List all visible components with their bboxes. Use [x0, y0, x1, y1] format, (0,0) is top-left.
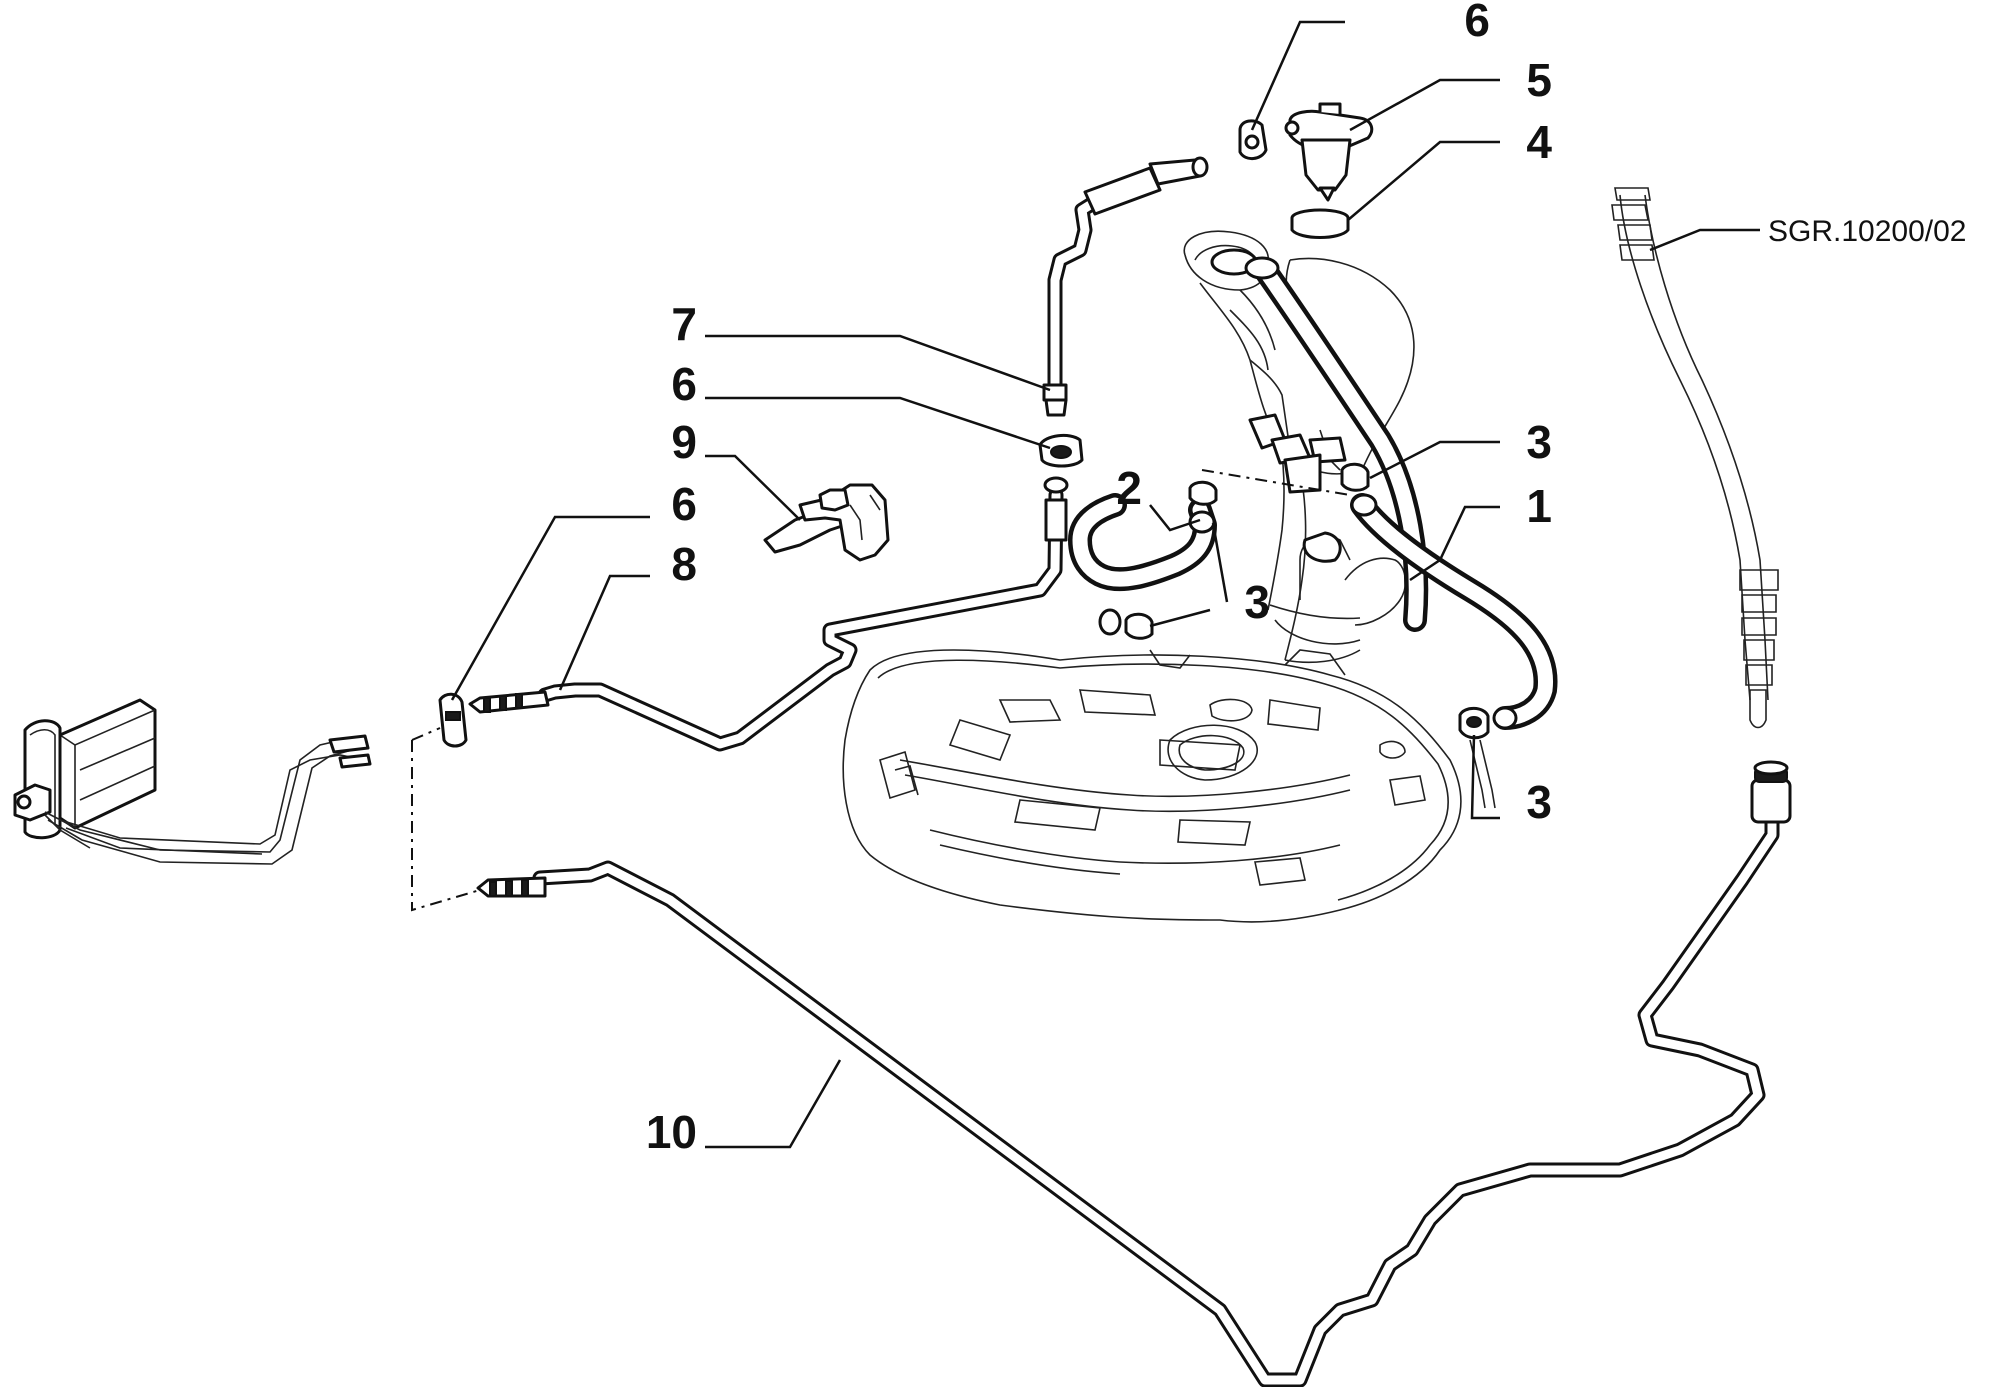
leader-lines: [450, 20, 1760, 1149]
clamp-3-c: [1340, 462, 1370, 492]
callout-3-lower: 3: [1526, 776, 1552, 828]
callout-5: 5: [1526, 54, 1552, 106]
callout-2: 2: [1116, 462, 1142, 514]
filler-cap-ring: [1210, 248, 1280, 280]
leader-c-ref: [1649, 228, 1760, 252]
leader-c3-upper: [1369, 440, 1500, 480]
callout-10: 10: [646, 1106, 697, 1158]
leader-c4: [1347, 140, 1500, 221]
leader-c6-mid: [705, 396, 1051, 450]
leader-c9: [705, 454, 801, 521]
callout-6-left: 6: [671, 478, 697, 530]
leader-c3-lower: [1470, 734, 1500, 820]
reference-code: SGR.10200/02: [1768, 215, 1966, 248]
leader-c3-center-b: [1211, 522, 1229, 603]
charcoal-canister: [13, 698, 372, 865]
filler-clamp-bracket: [1248, 413, 1347, 563]
clamp-3-a: [1188, 480, 1218, 506]
callout-3-upper: 3: [1526, 416, 1552, 468]
clip-6-left: [438, 692, 468, 748]
callout-6-top: 6: [1464, 0, 1490, 46]
leader-c7: [705, 334, 1051, 392]
leader-c5: [1349, 78, 1500, 132]
clamp-3-b: [1124, 612, 1154, 640]
leader-c3-center: [1149, 608, 1211, 628]
leader-c2: [1149, 504, 1201, 532]
clip-6-top: [1238, 119, 1268, 160]
leader-c6-left: [450, 515, 650, 701]
reference-pipe-sgr: [1611, 187, 1779, 729]
callout-8: 8: [671, 538, 697, 590]
vent-hose-7: [1042, 156, 1209, 417]
fuel-line-8: [468, 476, 1069, 752]
assembly-lines: [411, 469, 1351, 912]
leader-c1: [1409, 505, 1500, 582]
callout-7: 7: [671, 298, 697, 350]
callout-4: 4: [1526, 116, 1552, 168]
valve-seal-4: [1290, 208, 1350, 239]
leader-c10: [705, 1059, 842, 1149]
clamp-3-d: [1458, 706, 1490, 740]
callout-labels: 6 5 4 7 6 9 6 8 2 3 1 3 3 10 SGR.10200/0…: [646, 0, 1967, 1158]
leader-c8: [558, 574, 650, 691]
hose-1: [1350, 493, 1558, 730]
clip-6-mid: [1038, 433, 1084, 468]
leader-c6-top: [1250, 20, 1345, 131]
callout-1: 1: [1526, 480, 1552, 532]
callout-9: 9: [671, 416, 697, 468]
hose-2: [1068, 493, 1217, 636]
roll-over-valve-5: [1284, 102, 1374, 202]
callout-6-mid: 6: [671, 358, 697, 410]
fuel-line-10: [476, 760, 1792, 1387]
bracket-9: [763, 483, 890, 562]
fuel-tank: [842, 649, 1462, 923]
callout-3-center: 3: [1244, 576, 1270, 628]
